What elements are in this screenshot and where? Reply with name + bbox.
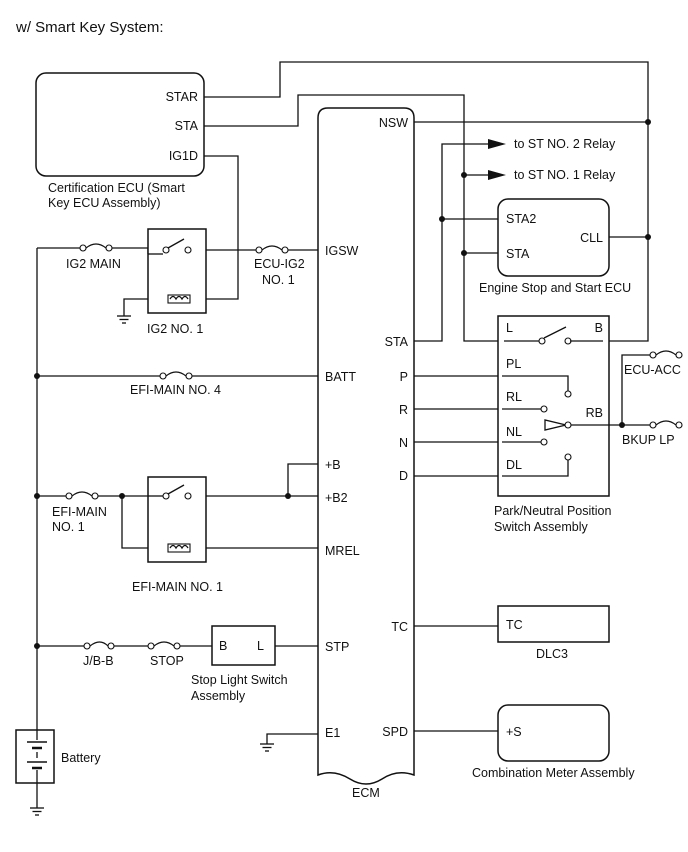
fuse-jb-b-icon: [83, 641, 115, 650]
pnp-pin-rb: RB: [586, 406, 603, 420]
stop-switch-pin-b: B: [219, 639, 227, 653]
dlc3: TC DLC3: [497, 605, 610, 661]
battery-label: Battery: [61, 751, 101, 765]
ecm-pin-e1: E1: [325, 726, 340, 740]
fuse-bkup-lp-icon: [649, 420, 683, 429]
meter-pin-s: +S: [506, 725, 522, 739]
ecm-pin-n: N: [399, 436, 408, 450]
park-neutral-position-switch: L B PL RL RB NL DL Park/Neutral Position…: [494, 315, 611, 534]
ecm-pin-batt: BATT: [325, 370, 356, 384]
stop-light-switch: B L Stop Light Switch Assembly: [191, 625, 288, 703]
fuse-stop-icon: [147, 641, 181, 650]
engine-stop-start-ecu: STA2 STA CLL Engine Stop and Start ECU: [479, 198, 631, 295]
stop-switch-name-line2: Assembly: [191, 689, 246, 703]
fuse-ecu-ig2-label-line2: NO. 1: [262, 273, 295, 287]
engine-ecu-pin-sta2: STA2: [506, 212, 536, 226]
dlc3-pin-tc: TC: [506, 618, 523, 632]
pnp-pin-dl: DL: [506, 458, 522, 472]
ecm-pin-p: P: [400, 370, 408, 384]
fuse-ecu-ig2-label-line1: ECU-IG2: [254, 257, 305, 271]
cert-ecu-name-line1: Certification ECU (Smart: [48, 181, 185, 195]
ecm-name: ECM: [352, 786, 380, 800]
arrow-to-st1-icon: [488, 170, 506, 180]
ground-icon: [116, 315, 132, 324]
stop-switch-name-line1: Stop Light Switch: [191, 673, 288, 687]
fuse-ig2-main-label: IG2 MAIN: [66, 257, 121, 271]
pnp-name-line1: Park/Neutral Position: [494, 504, 611, 518]
fuse-jb-b-label: J/B-B: [83, 654, 114, 668]
fuse-efi-main4-label: EFI-MAIN NO. 4: [130, 383, 221, 397]
engine-ecu-name: Engine Stop and Start ECU: [479, 281, 631, 295]
ecm-pin-plus-b2: +B2: [325, 491, 348, 505]
fuse-ig2-main-icon: [79, 243, 113, 252]
ecm-pin-nsw: NSW: [379, 116, 408, 130]
fuse-ecu-ig2-icon: [255, 245, 289, 254]
fuse-bkup-lp-label: BKUP LP: [622, 433, 675, 447]
relay-efi-main-no1-label: EFI-MAIN NO. 1: [132, 580, 223, 594]
pnp-pin-b: B: [595, 321, 603, 335]
ecm-pin-stp: STP: [325, 640, 349, 654]
wires: [36, 61, 650, 808]
relay-ig2-no1: IG2 NO. 1: [147, 228, 207, 336]
fuse-ecu-acc-label: ECU-ACC: [624, 363, 681, 377]
fuse-stop-label: STOP: [150, 654, 184, 668]
diagram-header: w/ Smart Key System:: [15, 19, 164, 36]
certification-ecu: STAR STA IG1D Certification ECU (Smart K…: [35, 72, 205, 210]
engine-ecu-pin-cll: CLL: [580, 231, 603, 245]
meter-name: Combination Meter Assembly: [472, 766, 635, 780]
fuse-efi-main1-icon: [65, 491, 99, 500]
ecm: ECM IGSW BATT +B +B2 MREL STP E1 NSW STA…: [317, 107, 415, 800]
ecm-pin-spd: SPD: [382, 725, 408, 739]
ecm-pin-r: R: [399, 403, 408, 417]
cert-ecu-pin-star: STAR: [166, 90, 198, 104]
relay-ig2-no1-label: IG2 NO. 1: [147, 322, 203, 336]
to-st1-relay-label: to ST NO. 1 Relay: [514, 168, 616, 182]
ecm-pin-mrel: MREL: [325, 544, 360, 558]
dlc3-name: DLC3: [536, 647, 568, 661]
ecm-pin-tc: TC: [391, 620, 408, 634]
arrow-to-st2-icon: [488, 139, 506, 149]
fuse-efi-main1-label-line1: EFI-MAIN: [52, 505, 107, 519]
ecm-pin-sta: STA: [385, 335, 409, 349]
ecm-pin-d: D: [399, 469, 408, 483]
ecm-pin-plus-b: +B: [325, 458, 341, 472]
relay-efi-main-no1: EFI-MAIN NO. 1: [132, 476, 223, 594]
to-st2-relay-label: to ST NO. 2 Relay: [514, 137, 616, 151]
battery: Battery: [15, 729, 101, 784]
cert-ecu-name-line2: Key ECU Assembly): [48, 196, 161, 210]
engine-ecu-pin-sta: STA: [506, 247, 530, 261]
fuse-ecu-acc-icon: [649, 350, 683, 359]
ecm-pin-igsw: IGSW: [325, 244, 359, 258]
pnp-pin-l: L: [506, 321, 513, 335]
stop-switch-pin-l: L: [257, 639, 264, 653]
pnp-pin-rl: RL: [506, 390, 522, 404]
junction-dots: [34, 119, 651, 649]
ground-icon: [259, 743, 275, 752]
cert-ecu-pin-ig1d: IG1D: [169, 149, 198, 163]
fuse-efi-main1-label-line2: NO. 1: [52, 520, 85, 534]
ground-icon: [29, 807, 45, 816]
cert-ecu-pin-sta: STA: [175, 119, 199, 133]
pnp-pin-pl: PL: [506, 357, 521, 371]
pnp-name-line2: Switch Assembly: [494, 520, 589, 534]
fuse-efi-main4-icon: [159, 371, 193, 380]
pnp-pin-nl: NL: [506, 425, 522, 439]
combination-meter: +S Combination Meter Assembly: [472, 704, 635, 780]
